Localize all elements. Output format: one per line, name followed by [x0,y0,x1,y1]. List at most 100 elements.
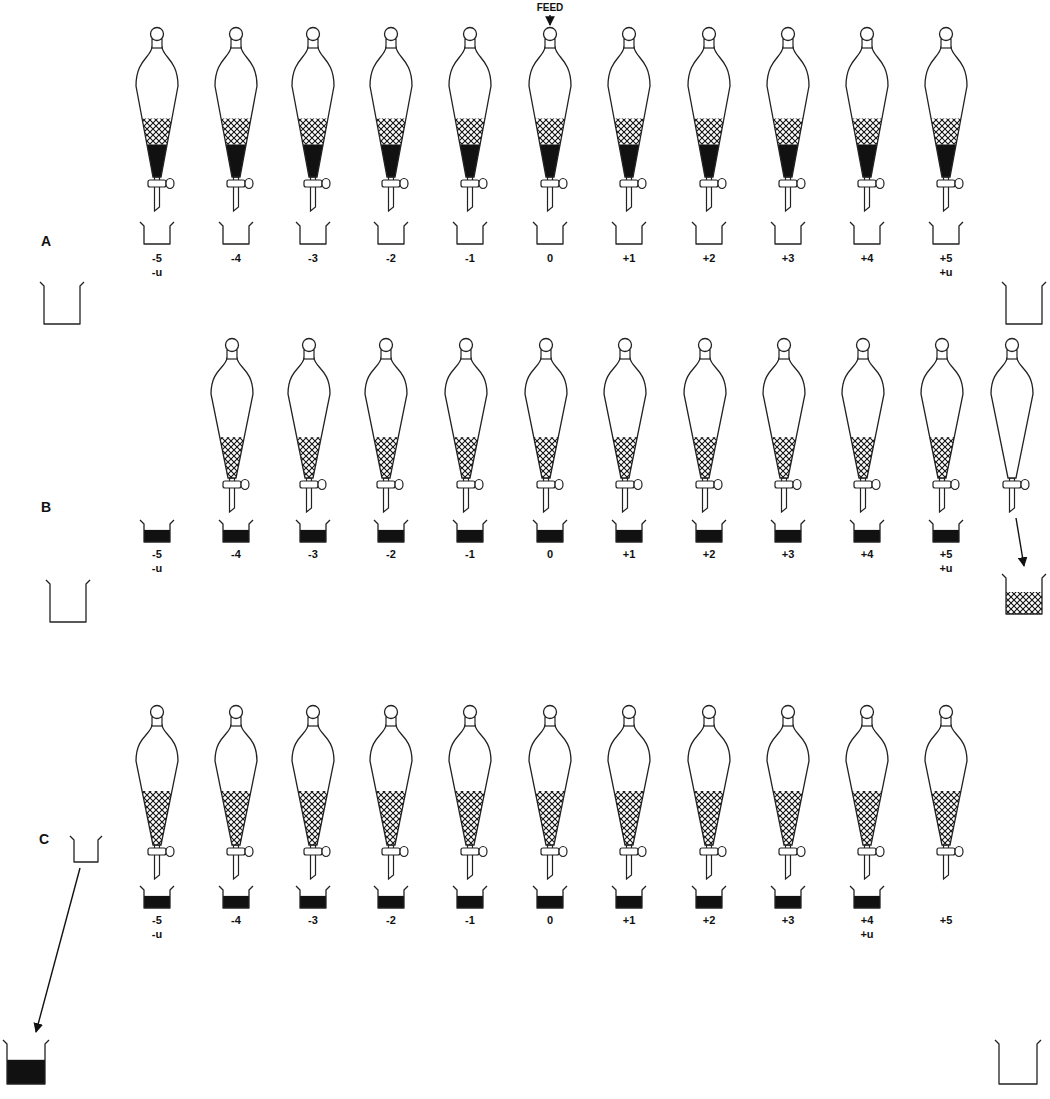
hatched-layer [445,791,495,845]
stopcock [304,848,322,855]
beaker [219,222,253,244]
stopcock-handle [955,179,963,189]
funnel-stopper [540,339,553,352]
row-letter: C [39,832,49,847]
row-a [40,15,1046,324]
funnel-stopper [623,706,636,719]
funnel-contents [211,791,261,845]
beaker [453,886,487,908]
beaker-outline [850,886,884,908]
stage-number: +5 [940,548,953,560]
dark-contents [7,1060,45,1084]
separatory-funnel [759,339,809,513]
separatory-funnel [525,28,575,212]
beaker-outline [771,886,805,908]
stopcock-handle [638,847,646,857]
stopcock [300,481,318,488]
separatory-funnel [604,706,654,880]
dark-contents [696,896,722,908]
beaker [612,520,646,542]
separatory-funnel [521,339,571,513]
beaker-outline [453,886,487,908]
separatory-funnel [288,28,338,212]
beaker [995,1040,1041,1084]
separatory-funnel [288,706,338,880]
funnel-body [608,47,650,177]
row-letter: B [41,500,51,515]
hatched-layer [288,119,338,145]
separatory-funnel [132,28,182,212]
stage-number: -1 [465,252,475,264]
dark-contents [300,896,326,908]
beaker-outline [453,520,487,542]
hatched-layer [838,437,888,478]
beaker [46,580,90,622]
stopcock [616,481,634,488]
stopcock-handle [400,847,408,857]
stage-number: 0 [547,914,553,926]
stopcock [858,848,876,855]
separatory-funnel [991,339,1033,513]
funnel-stopper [385,706,398,719]
stopcock [382,848,400,855]
separatory-funnel [445,706,495,880]
separatory-funnel [211,706,261,880]
hatched-layer [132,791,182,845]
funnel-contents [604,791,654,845]
beaker [612,886,646,908]
funnel-stopper [544,706,557,719]
beaker-outline [296,886,330,908]
stage-number: -5 [152,252,162,264]
funnel-body [846,47,888,177]
stopcock [227,848,245,855]
separatory-funnel [445,28,495,212]
beaker [219,520,253,542]
hatched-layer [842,791,892,845]
row-c [3,706,1041,1085]
stage-number: +5 [940,914,953,926]
separatory-funnel [366,28,416,212]
funnel-stopper [940,28,953,41]
separatory-funnel [604,28,654,212]
dark-contents [775,530,801,542]
beaker [140,886,174,908]
stage-letter: -u [152,928,162,940]
beaker [692,520,726,542]
beaker [140,520,174,542]
funnel-stopper [703,28,716,41]
funnel-stopper [464,706,477,719]
hatched-layer [366,119,416,145]
stage-number: -4 [231,548,241,560]
stopcock-handle [245,847,253,857]
beaker [850,886,884,908]
dark-layer [211,145,261,178]
funnel-contents [684,791,734,845]
stopcock-handle [951,480,959,490]
funnel-stopper [861,28,874,41]
funnel-stopper [623,28,636,41]
stage-number: +4 [861,252,874,264]
funnel-stopper [460,339,473,352]
stage-number: -4 [231,252,241,264]
beaker-outline [46,580,90,622]
stage-number: -4 [231,914,241,926]
funnel-contents [211,119,261,178]
hatched-layer [525,119,575,145]
beaker [453,520,487,542]
stage-number: +2 [703,914,716,926]
beaker-outline [219,886,253,908]
beaker-outline [374,886,408,908]
beaker-outline [70,836,102,862]
funnel-body [292,725,334,845]
stopcock [461,180,479,187]
beaker [140,222,174,244]
beaker [612,222,646,244]
stage-number: +4 [861,914,874,926]
beaker-outline [850,222,884,244]
hatched-layer [207,437,257,478]
stopcock-handle [1021,480,1029,490]
beaker [453,222,487,244]
beaker [374,222,408,244]
funnel-contents [680,437,730,478]
